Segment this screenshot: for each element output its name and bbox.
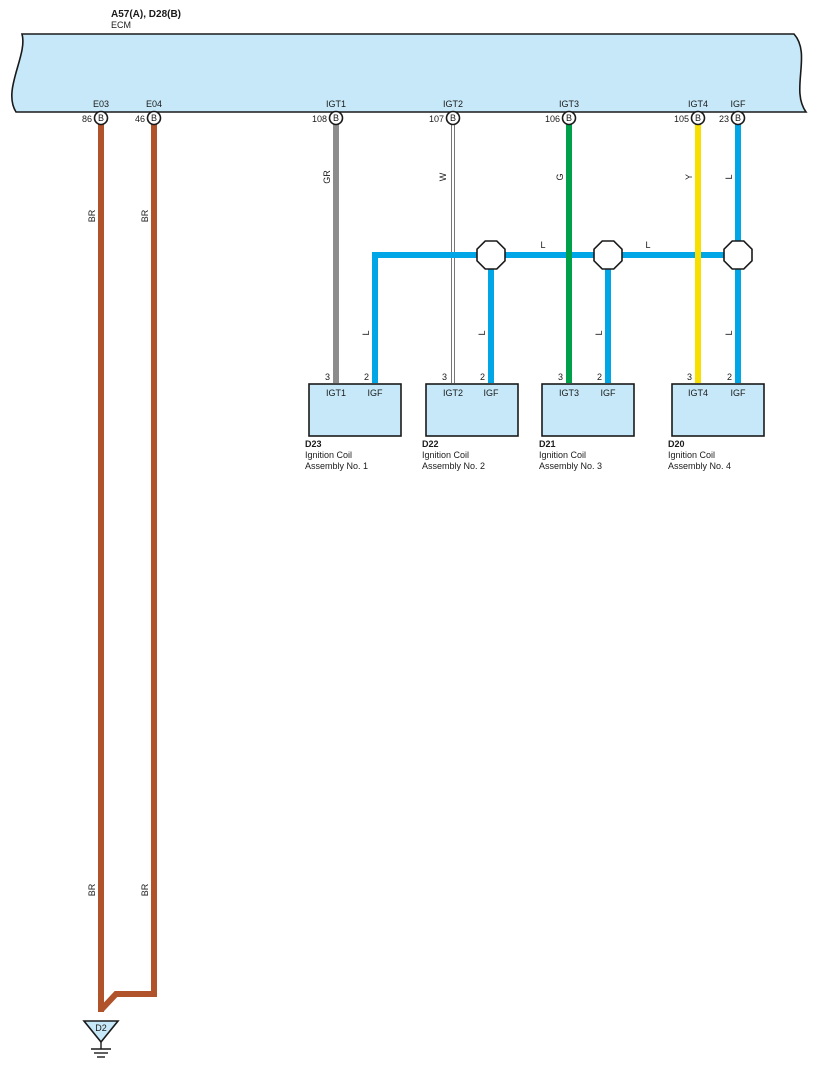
component-d23: 3 2 IGT1 IGF D23 Ignition Coil Assembly … bbox=[305, 372, 402, 471]
ground-triangle-icon bbox=[82, 1020, 120, 1044]
terminal-connector: B bbox=[151, 113, 157, 123]
component-sub: Assembly No. 1 bbox=[305, 461, 368, 471]
terminal-connector: B bbox=[566, 113, 572, 123]
terminal-pin: 105 bbox=[674, 114, 689, 124]
terminal-pin: 23 bbox=[719, 114, 729, 124]
ecm-terminal-igt1: IGT1 108 B bbox=[312, 99, 346, 126]
ecm-terminal-igt2: IGT2 107 B bbox=[429, 99, 463, 126]
component-sub: Assembly No. 4 bbox=[668, 461, 731, 471]
component-sub: Assembly No. 2 bbox=[422, 461, 485, 471]
label-igf: IGF bbox=[368, 388, 384, 398]
component-box bbox=[425, 383, 519, 437]
terminal-pin: 46 bbox=[135, 114, 145, 124]
component-box bbox=[541, 383, 635, 437]
component-code: D21 bbox=[539, 439, 556, 449]
splice-point-1 bbox=[476, 240, 506, 270]
pin-igt: 3 bbox=[687, 372, 692, 382]
wire-label-bus-b: L bbox=[645, 240, 650, 250]
terminal-signal: IGT3 bbox=[559, 99, 579, 109]
terminal-pin: 86 bbox=[82, 114, 92, 124]
splice-point-3 bbox=[723, 240, 753, 270]
terminal-connector-icon bbox=[146, 110, 162, 126]
terminal-connector-icon bbox=[328, 110, 344, 126]
wire-bus bbox=[372, 252, 738, 383]
pin-igf: 2 bbox=[364, 372, 369, 382]
ecm-terminal-igt4: IGT4 105 B bbox=[674, 99, 708, 126]
wire-label-igt3: G bbox=[555, 173, 565, 180]
terminal-connector-icon bbox=[690, 110, 706, 126]
component-code: D23 bbox=[305, 439, 322, 449]
terminal-signal: E03 bbox=[93, 99, 109, 109]
terminal-connector-icon bbox=[445, 110, 461, 126]
ecm-terminal-e03: E03 86 B bbox=[82, 99, 109, 126]
pin-igf: 2 bbox=[727, 372, 732, 382]
component-code: D20 bbox=[668, 439, 685, 449]
wire-label-igf: L bbox=[724, 174, 734, 179]
terminal-connector-icon bbox=[93, 110, 109, 126]
ecm-name: ECM bbox=[111, 20, 131, 30]
component-sub: Assembly No. 3 bbox=[539, 461, 602, 471]
terminal-pin: 107 bbox=[429, 114, 444, 124]
component-box bbox=[671, 383, 765, 437]
pin-igt: 3 bbox=[558, 372, 563, 382]
pin-igt: 3 bbox=[442, 372, 447, 382]
component-box bbox=[308, 383, 402, 437]
label-igt: IGT1 bbox=[326, 388, 346, 398]
label-igf: IGF bbox=[601, 388, 617, 398]
component-d22: 3 2 IGT2 IGF D22 Ignition Coil Assembly … bbox=[422, 372, 519, 471]
wire-label-d20-igf: L bbox=[724, 330, 734, 335]
wire-label-bus-a: L bbox=[540, 240, 545, 250]
terminal-signal: IGT4 bbox=[688, 99, 708, 109]
wire-label-e03-bottom: BR bbox=[87, 883, 97, 896]
terminal-signal: E04 bbox=[146, 99, 162, 109]
ecm-box bbox=[11, 33, 808, 113]
ground-point-d2: D2 bbox=[82, 1020, 120, 1058]
component-name: Ignition Coil bbox=[305, 450, 352, 460]
terminal-signal: IGT2 bbox=[443, 99, 463, 109]
terminal-pin: 106 bbox=[545, 114, 560, 124]
component-d20: 3 2 IGT4 IGF D20 Ignition Coil Assembly … bbox=[668, 372, 765, 471]
pin-igt: 3 bbox=[325, 372, 330, 382]
wire-label-e04-bottom: BR bbox=[140, 883, 150, 896]
wire-label-e03-top: BR bbox=[87, 209, 97, 222]
wire-label-d21-igf: L bbox=[594, 330, 604, 335]
wire-label-d23-igf: L bbox=[361, 330, 371, 335]
terminal-connector: B bbox=[695, 113, 701, 123]
label-igt: IGT2 bbox=[443, 388, 463, 398]
ecm-connector-label: A57(A), D28(B) bbox=[111, 9, 181, 20]
label-igt: IGT3 bbox=[559, 388, 579, 398]
component-d21: 3 2 IGT3 IGF D21 Ignition Coil Assembly … bbox=[539, 372, 635, 471]
wire-label-e04-top: BR bbox=[140, 209, 150, 222]
label-igf: IGF bbox=[484, 388, 500, 398]
label-igf: IGF bbox=[731, 388, 747, 398]
splice-point-2 bbox=[593, 240, 623, 270]
pin-igf: 2 bbox=[597, 372, 602, 382]
terminal-connector: B bbox=[333, 113, 339, 123]
terminal-connector-icon bbox=[730, 110, 746, 126]
terminal-connector: B bbox=[98, 113, 104, 123]
terminal-connector: B bbox=[450, 113, 456, 123]
wire-label-igt4: Y bbox=[684, 174, 694, 180]
wire-label-igt2: W bbox=[438, 172, 448, 181]
terminal-pin: 108 bbox=[312, 114, 327, 124]
terminal-signal: IGF bbox=[731, 99, 747, 109]
ecm-terminal-igt3: IGT3 106 B bbox=[545, 99, 579, 126]
component-name: Ignition Coil bbox=[668, 450, 715, 460]
label-igt: IGT4 bbox=[688, 388, 708, 398]
ecm-terminal-igf: IGF 23 B bbox=[719, 99, 747, 126]
terminal-signal: IGT1 bbox=[326, 99, 346, 109]
pin-igf: 2 bbox=[480, 372, 485, 382]
terminal-connector-icon bbox=[561, 110, 577, 126]
ecm-terminal-e04: E04 46 B bbox=[135, 99, 162, 126]
wire-e04 bbox=[98, 124, 157, 1013]
component-code: D22 bbox=[422, 439, 439, 449]
ground-code: D2 bbox=[95, 1023, 107, 1033]
component-name: Ignition Coil bbox=[539, 450, 586, 460]
terminal-connector: B bbox=[735, 113, 741, 123]
component-name: Ignition Coil bbox=[422, 450, 469, 460]
wire-label-d22-igf: L bbox=[477, 330, 487, 335]
wire-label-igt1: GR bbox=[322, 170, 332, 184]
